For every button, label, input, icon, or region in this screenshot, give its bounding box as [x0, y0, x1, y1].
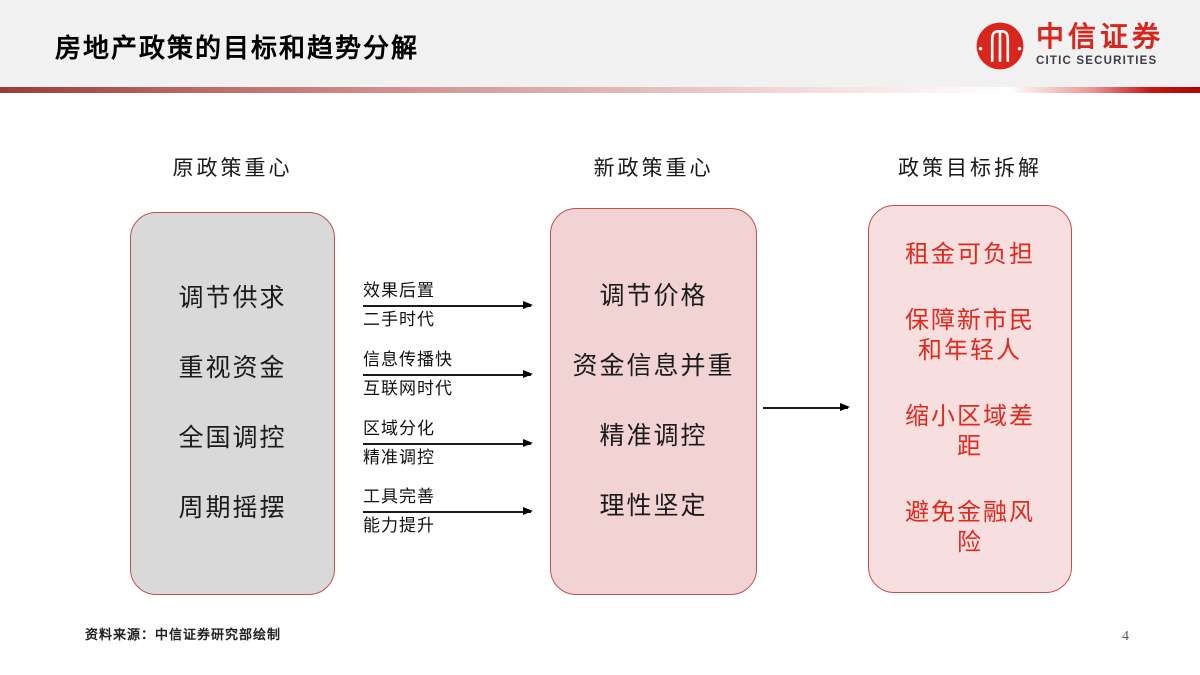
policy-goals-box: 租金可负担 保障新市民和年轻人 缩小区域差距 避免金融风险: [868, 205, 1072, 593]
transition-top-label: 区域分化: [363, 419, 435, 438]
old-policy-item: 全国调控: [178, 425, 287, 452]
policy-goal-item: 缩小区域差距: [905, 404, 1035, 460]
transition-top-label: 效果后置: [363, 281, 435, 300]
new-policy-box: 调节价格 资金信息并重 精准调控 理性坚定: [550, 208, 757, 595]
slide-title: 房地产政策的目标和趋势分解: [55, 34, 420, 63]
new-policy-item: 理性坚定: [599, 493, 708, 521]
transition-top-label: 信息传播快: [363, 350, 453, 369]
arrow-right-icon: [363, 370, 533, 377]
transition-group-2: 信息传播快 互联网时代: [363, 350, 533, 399]
old-policy-box: 调节供求 重视资金 全国调控 周期摇摆: [130, 212, 335, 595]
transition-bottom-label: 二手时代: [363, 309, 435, 329]
mid-to-right-arrow: [763, 403, 850, 410]
page-number: 4: [1122, 629, 1129, 644]
transition-bottom-label: 精准调控: [363, 447, 435, 467]
new-policy-item: 资金信息并重: [572, 352, 735, 380]
logo-name-cn: 中信证券: [1035, 22, 1164, 54]
old-policy-item: 周期摇摆: [178, 495, 287, 523]
old-policy-item: 重视资金: [178, 354, 287, 382]
logo-name-en: CITIC SECURITIES: [1035, 55, 1158, 68]
old-policy-item: 调节供求: [178, 284, 287, 312]
transition-bottom-label: 能力提升: [363, 515, 435, 535]
transition-top-label: 工具完善: [363, 487, 435, 506]
citic-emblem-icon: [974, 20, 1026, 72]
arrow-right-icon: [363, 439, 533, 446]
column-header-policy-goals: 政策目标拆解: [898, 156, 1042, 180]
policy-goal-item: 避免金融风险: [905, 500, 1035, 556]
new-policy-item: 精准调控: [599, 423, 708, 450]
arrow-right-icon: [763, 403, 850, 410]
policy-goal-item: 租金可负担: [905, 242, 1035, 268]
new-policy-item: 调节价格: [599, 282, 708, 310]
policy-goal-item: 保障新市民和年轻人: [905, 308, 1035, 364]
column-header-old-policy: 原政策重心: [172, 156, 293, 180]
transition-group-4: 工具完善 能力提升: [363, 487, 533, 536]
column-header-new-policy: 新政策重心: [593, 156, 714, 180]
source-note: 资料来源：中信证券研究部绘制: [85, 627, 282, 642]
arrow-right-icon: [363, 301, 533, 308]
arrow-right-icon: [363, 507, 533, 514]
transition-group-1: 效果后置 二手时代: [363, 281, 533, 330]
transition-group-3: 区域分化 精准调控: [363, 419, 533, 468]
citic-logo: 中信证券 CITIC SECURITIES: [974, 20, 1164, 72]
logo-wordmark: 中信证券 CITIC SECURITIES: [1036, 24, 1164, 68]
title-divider-line: [0, 87, 1200, 93]
transition-bottom-label: 互联网时代: [363, 378, 453, 398]
